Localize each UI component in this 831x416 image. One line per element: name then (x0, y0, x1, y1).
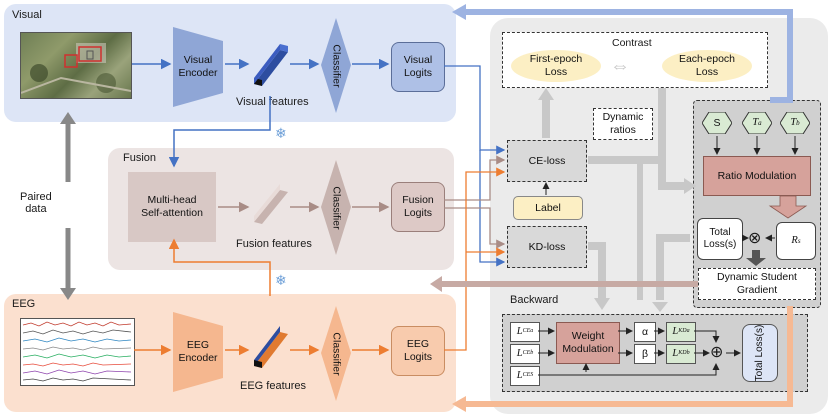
fusion-logits: Fusion Logits (391, 182, 445, 232)
eeg-panel-label: EEG (12, 298, 36, 310)
fusion-classifier: Classifier (321, 160, 351, 255)
alpha-box: α (634, 322, 656, 342)
fusion-feature-block (254, 184, 288, 224)
eeg-encoder-label: EEG Encoder (178, 339, 218, 364)
total-loss-box-weight: Total Loss(s) (742, 324, 778, 382)
visual-classifier: Classifier (321, 18, 351, 113)
oplus-icon: ⊕ (710, 344, 724, 361)
multihead-attention-box: Multi-head Self-attention (128, 172, 216, 242)
eeg-signal-image (20, 318, 135, 386)
visual-features-label: Visual features (236, 96, 309, 108)
label-box: Label (513, 196, 583, 220)
backward-label: Backward (510, 294, 559, 306)
contrast-title: Contrast (612, 37, 652, 49)
visual-panel-label: Visual (12, 9, 42, 21)
each-epoch-loss: Each-epoch Loss (662, 50, 752, 82)
first-epoch-loss: First-epoch Loss (511, 50, 601, 82)
s-hexagon: S (702, 112, 732, 134)
eeg-encoder: EEG Encoder (173, 312, 223, 392)
kd-loss-box: KD-loss (507, 226, 587, 268)
visual-encoder-label: Visual Encoder (178, 54, 218, 79)
visual-encoder: Visual Encoder (173, 27, 223, 107)
fusion-features-label: Fusion features (236, 238, 312, 250)
eeg-logits: EEG Logits (391, 326, 445, 376)
otimes-icon: ⊗ (748, 230, 762, 247)
ratio-modulation-box: Ratio Modulation (703, 156, 811, 196)
fusion-panel-label: Fusion (123, 152, 157, 164)
snowflake-icon: ❄ (275, 125, 287, 141)
satellite-image (20, 32, 132, 99)
s-label: S (713, 116, 721, 129)
eeg-classifier: Classifier (321, 306, 351, 401)
visual-logits: Visual Logits (391, 42, 445, 92)
ce-loss-box: CE-loss (507, 140, 587, 182)
eeg-feature-block (254, 326, 288, 368)
eeg-features-label: EEG features (240, 380, 307, 392)
weight-modulation-box: Weight Modulation (556, 322, 620, 364)
beta-box: β (634, 344, 656, 364)
double-arrow-icon: ⇔ (610, 55, 630, 77)
visual-feature-block (254, 44, 288, 86)
snowflake-icon: ❄ (275, 272, 287, 288)
dynamic-student-gradient: Dynamic Student Gradient (698, 268, 816, 300)
dynamic-ratios-label: Dynamic ratios (593, 108, 653, 140)
paired-data-label: Paired data (20, 191, 52, 215)
